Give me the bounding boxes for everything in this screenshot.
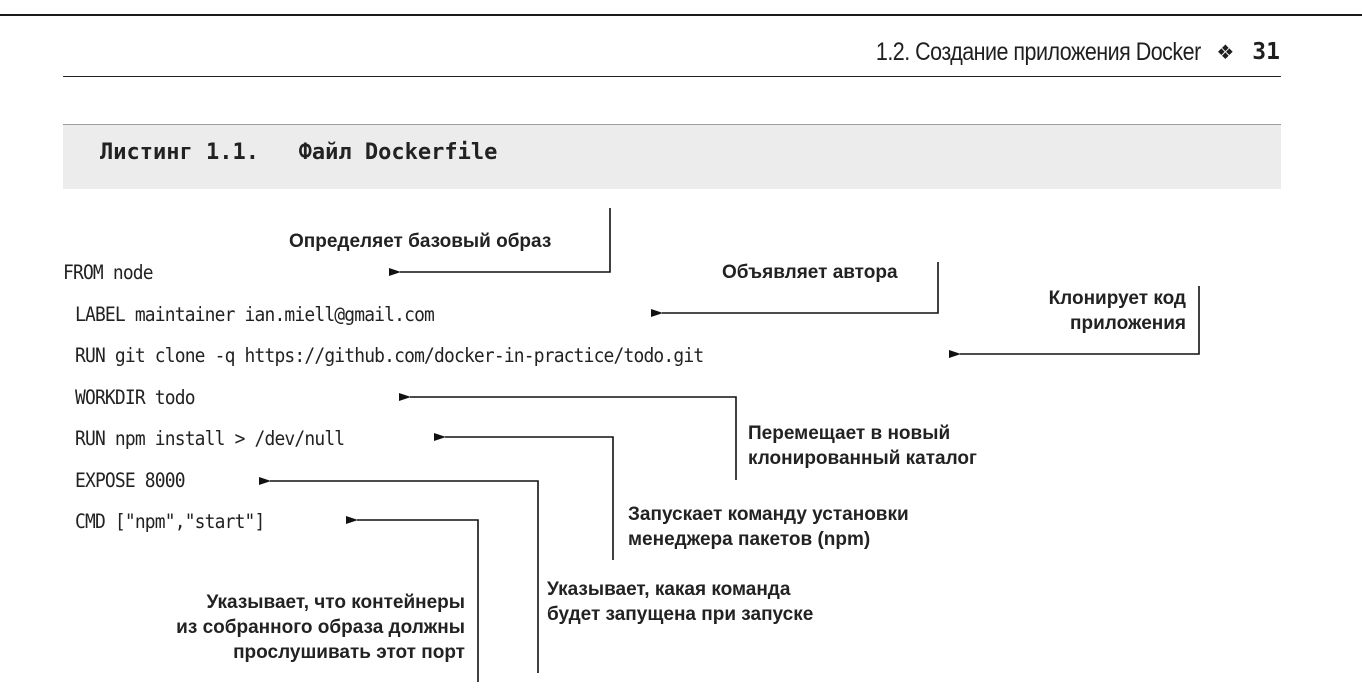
section-title: 1.2. Создание приложения Docker xyxy=(875,37,1201,66)
code-line-workdir: WORKDIR todo xyxy=(75,386,196,409)
code-line-run-npm: RUN npm install > /dev/null xyxy=(75,427,345,450)
callout-cmd xyxy=(346,516,479,682)
annotation-clone: Клонирует код приложения xyxy=(1048,288,1186,334)
annotation-base-image: Определяет базовый образ xyxy=(289,231,552,252)
header-rule xyxy=(63,76,1281,77)
callout-npm-install xyxy=(434,433,614,560)
callout-expose xyxy=(259,477,539,673)
annotation-author: Объявляет автора xyxy=(722,262,898,283)
code-line-label: LABEL maintainer ian.miell@gmail.com xyxy=(75,303,435,326)
annotation-npm-install: Запускает команду установки менеджера па… xyxy=(628,504,909,550)
callout-workdir xyxy=(399,393,737,480)
diamond-separator-icon: ❖ xyxy=(1216,41,1235,64)
callout-clone xyxy=(949,286,1200,358)
annotation-expose: Указывает, что контейнеры из собранного … xyxy=(176,592,465,663)
callout-base-image xyxy=(389,208,611,276)
annotation-cmd: Указывает, какая команда будет запущена … xyxy=(547,579,814,625)
listing-title: Листинг 1.1. Файл Dockerfile xyxy=(100,140,498,165)
code-line-run-clone: RUN git clone -q https://github.com/dock… xyxy=(75,344,704,367)
callout-author xyxy=(651,262,939,317)
code-line-cmd: CMD ["npm","start"] xyxy=(75,510,265,533)
top-rule xyxy=(0,14,1362,16)
listing-header-bar xyxy=(63,124,1281,189)
running-header: 1.2. Создание приложения Docker ❖ 31 xyxy=(823,34,1280,70)
code-line-expose: EXPOSE 8000 xyxy=(75,469,186,492)
annotation-workdir: Перемещает в новый клонированный каталог xyxy=(748,423,977,469)
page-number: 31 xyxy=(1252,39,1280,65)
code-line-from: FROM node xyxy=(63,261,154,284)
